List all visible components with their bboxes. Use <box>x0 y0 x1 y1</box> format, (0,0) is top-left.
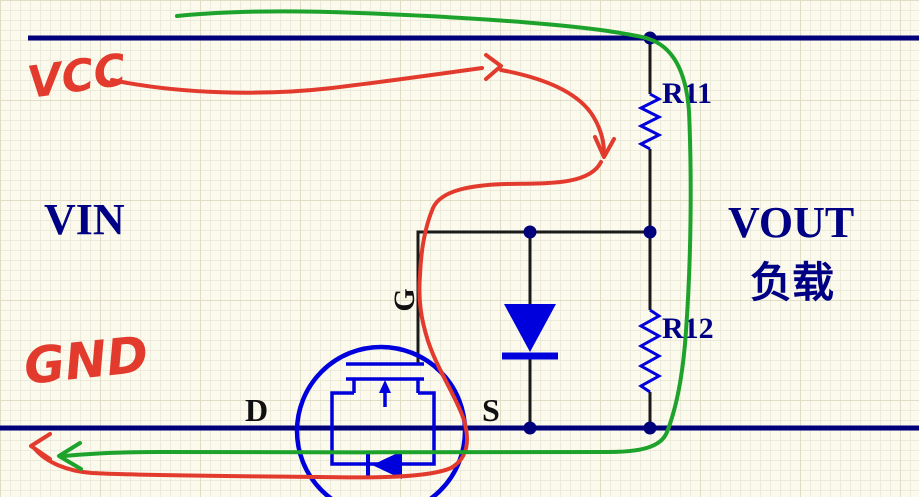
vin-label: VIN <box>44 195 125 244</box>
mosfet-arrowhead <box>379 380 391 393</box>
power-rails <box>0 35 919 431</box>
red-current-path-annotation <box>499 68 606 155</box>
red-arrowhead <box>29 432 52 461</box>
red-current-path-annotation <box>33 160 603 480</box>
red-current-path-annotation <box>110 66 484 95</box>
red-arrowhead <box>593 135 616 159</box>
zener-diode-symbol <box>504 304 556 352</box>
resistor-r11-symbol <box>637 92 663 151</box>
gate-feedback-wire <box>416 230 650 364</box>
resistor-r12-symbol <box>637 308 663 394</box>
vout-label: VOUT <box>728 198 854 247</box>
pin-labels: D S G <box>245 288 500 428</box>
red-annotation-text: VCC GND <box>21 45 151 396</box>
wires <box>416 38 652 428</box>
green-return-path-annotation <box>62 9 693 458</box>
schematic-labels: VIN VOUT 负载 R11 R12 <box>44 77 854 345</box>
mosfet-symbol <box>330 362 436 466</box>
green-annotations <box>57 9 693 471</box>
vcc-annotation: VCC <box>24 45 129 109</box>
green-arrowhead <box>57 441 83 471</box>
load-label: 负载 <box>750 260 834 307</box>
drain-label: D <box>245 392 268 428</box>
junction-dot <box>523 225 537 239</box>
junction-dot <box>643 421 657 435</box>
gate-label: G <box>388 288 421 311</box>
gnd-annotation: GND <box>21 325 151 396</box>
junction-dot <box>523 421 537 435</box>
red-annotations <box>29 53 616 480</box>
red-arrowhead <box>484 53 503 81</box>
junction-dot <box>643 225 657 239</box>
source-label: S <box>482 392 500 428</box>
body-diode-symbol <box>372 451 402 479</box>
